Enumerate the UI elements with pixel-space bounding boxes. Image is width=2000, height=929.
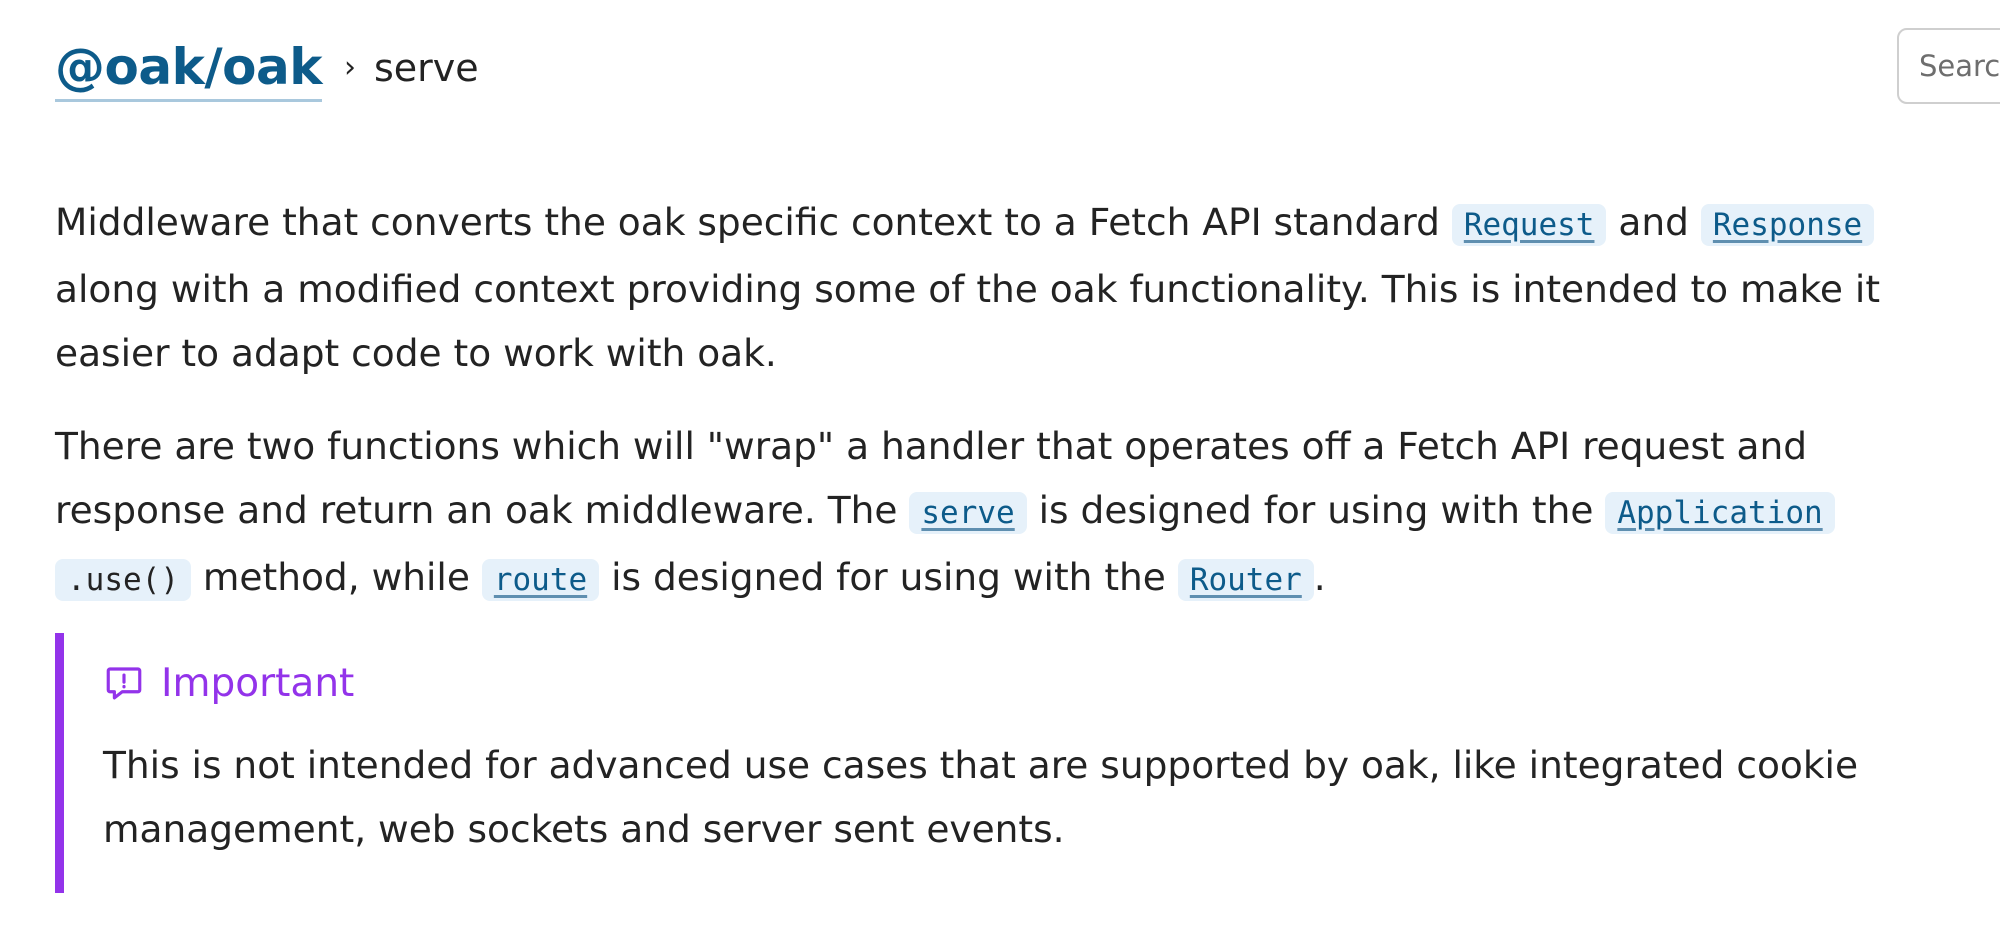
paragraph-text: . [1313,555,1326,599]
serve-link[interactable]: serve [909,492,1027,534]
search-box[interactable] [1897,28,2000,104]
docs-page: @oak/oak › serve Middleware that convert… [55,0,2000,929]
package-link[interactable]: @oak/oak [55,35,322,102]
description-paragraph-2: There are two functions which will "wrap… [55,414,1955,612]
paragraph-text: is designed for using with the [599,555,1178,599]
paragraph-text: There are two functions which will "wrap… [55,424,1808,532]
message-alert-icon [106,667,142,700]
response-link[interactable]: Response [1700,204,1875,246]
router-link[interactable]: Router [1177,559,1314,601]
callout-body: This is not intended for advanced use ca… [103,743,1859,851]
paragraph-text: Middleware that converts the oak specifi… [55,200,1452,244]
callout-title: Important [161,660,355,706]
breadcrumb-separator: › [343,50,356,85]
paragraph-text: is designed for using with the [1026,488,1606,532]
search-input[interactable] [1919,49,2000,83]
paragraph-text: method, while [190,555,482,599]
important-callout: Important This is not intended for advan… [55,633,1858,893]
breadcrumb: @oak/oak › serve [55,28,479,108]
route-link[interactable]: route [481,559,600,601]
use-method-code: .use() [55,559,191,601]
module-description: Middleware that converts the oak specifi… [55,190,1955,641]
paragraph-text: along with a modified context providing … [55,267,1881,375]
application-link[interactable]: Application [1605,492,1835,534]
request-link[interactable]: Request [1451,204,1607,246]
description-paragraph-1: Middleware that converts the oak specifi… [55,190,1955,385]
paragraph-text: and [1606,200,1701,244]
breadcrumb-current: serve [373,46,479,90]
callout-header: Important [103,651,1855,715]
